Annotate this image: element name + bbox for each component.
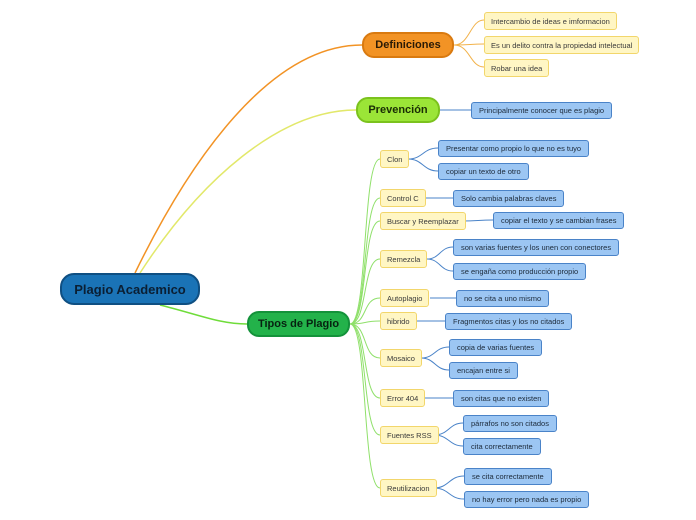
detalle-item[interactable]: se cita correctamente — [464, 468, 552, 485]
link-root-prevencion — [139, 109, 357, 274]
tipo-buscar-reemplazar[interactable]: Buscar y Reemplazar — [380, 212, 466, 230]
link-tipos-reutil — [349, 323, 381, 489]
link-tipos-clon — [349, 158, 381, 325]
tipo-autoplagio[interactable]: Autoplagio — [380, 289, 430, 307]
detalle-item[interactable]: se engaña como producción propio — [453, 263, 587, 280]
link-tipos-autoplagio — [349, 297, 381, 325]
link-tipos-hibrido — [349, 320, 381, 325]
tipo-clon[interactable]: Clon — [380, 150, 410, 168]
link-tipos-mosaico — [349, 323, 381, 359]
link-tipos-rss — [349, 323, 381, 436]
detalle-item[interactable]: Solo cambia palabras claves — [453, 190, 565, 207]
detalle-item[interactable]: copia de varias fuentes — [449, 339, 543, 356]
topic-definiciones[interactable]: Definiciones — [362, 32, 454, 58]
detalle-item[interactable]: encajan entre si — [449, 362, 518, 379]
tipo-remezcla[interactable]: Remezcla — [380, 250, 428, 268]
prevencion-item[interactable]: Principalmente conocer que es plagio — [471, 102, 613, 119]
topic-tipos-de-plagio[interactable]: Tipos de Plagio — [247, 311, 350, 337]
definicion-item[interactable]: Es un delito contra la propiedad intelec… — [484, 36, 640, 54]
link-tipos-buscar — [349, 220, 381, 325]
root-topic[interactable]: Plagio Academico — [60, 273, 200, 305]
link-tipos-controlc — [349, 197, 381, 325]
tipo-mosaico[interactable]: Mosaico — [380, 349, 422, 367]
tipo-hibrido[interactable]: hibrido — [380, 312, 417, 330]
detalle-item[interactable]: copiar un texto de otro — [438, 163, 529, 180]
link-def-3 — [453, 44, 485, 68]
detalle-item[interactable]: son citas que no existen — [453, 390, 550, 407]
definicion-item[interactable]: Intercambio de ideas e imformacion — [484, 12, 617, 30]
link-tipos-error404 — [349, 323, 381, 399]
link-tipos-remezcla — [349, 258, 381, 325]
detalle-item[interactable]: son varias fuentes y los unen con conect… — [453, 239, 620, 256]
detalle-item[interactable]: Presentar como propio lo que no es tuyo — [438, 140, 590, 157]
detalle-item[interactable]: no se cita a uno mismo — [456, 290, 550, 307]
detalle-item[interactable]: no hay error pero nada es propio — [464, 491, 590, 508]
link-root-definiciones — [134, 44, 363, 274]
tipo-error-404[interactable]: Error 404 — [380, 389, 426, 407]
detalle-item[interactable]: Fragmentos citas y los no citados — [445, 313, 573, 330]
link-root-tipos — [159, 304, 248, 325]
definicion-item[interactable]: Robar una idea — [484, 59, 550, 77]
topic-prevencion[interactable]: Prevención — [356, 97, 440, 123]
detalle-item[interactable]: cita correctamente — [463, 438, 541, 455]
link-def-1 — [453, 19, 485, 46]
tipo-control-c[interactable]: Control C — [380, 189, 426, 207]
detalle-item[interactable]: copiar el texto y se cambian frases — [493, 212, 625, 229]
tipo-reutilizacion[interactable]: Reutilizacion — [380, 479, 437, 497]
tipo-fuentes-rss[interactable]: Fuentes RSS — [380, 426, 439, 444]
detalle-item[interactable]: párrafos no son citados — [463, 415, 557, 432]
